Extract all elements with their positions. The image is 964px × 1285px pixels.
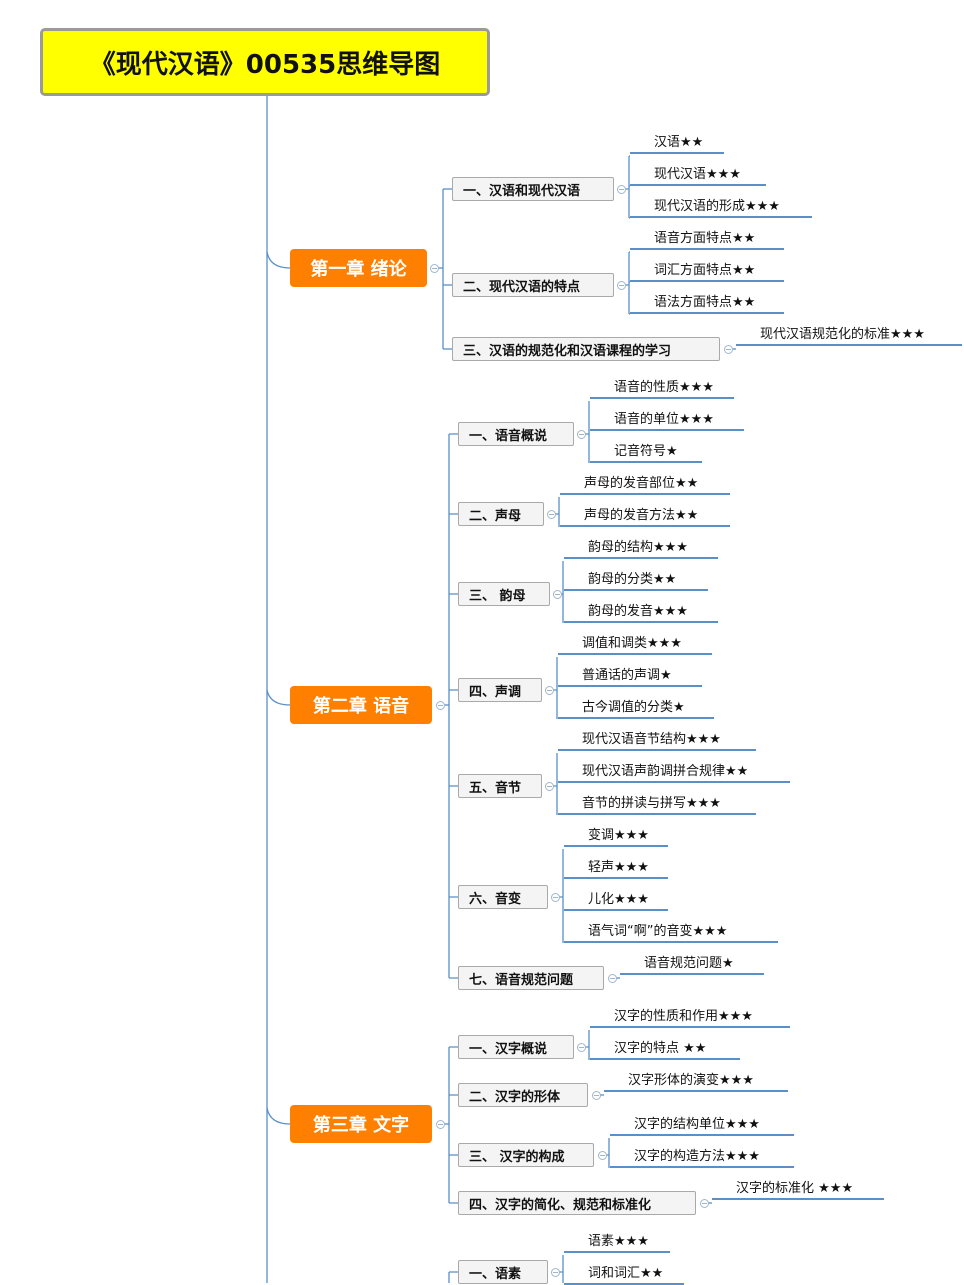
leaf-node[interactable]: 语素★★★ [564, 1233, 670, 1253]
section-node-4-1[interactable]: 一、语素 [458, 1260, 548, 1284]
leaf-node[interactable]: 语气词“啊”的音变★★★ [564, 923, 778, 943]
section-node-2-2[interactable]: 二、声母 [458, 502, 544, 526]
connector-line [266, 251, 291, 269]
collapse-toggle-icon[interactable] [617, 281, 626, 290]
section-node-1-3[interactable]: 三、汉语的规范化和汉语课程的学习 [452, 337, 720, 361]
section-node-2-6[interactable]: 六、音变 [458, 885, 548, 909]
collapse-toggle-icon[interactable] [545, 782, 554, 791]
leaf-node[interactable]: 语音规范问题★ [620, 955, 764, 975]
leaf-node[interactable]: 韵母的发音★★★ [564, 603, 718, 623]
leaf-node[interactable]: 汉字的构造方法★★★ [610, 1148, 794, 1168]
leaf-node[interactable]: 变调★★★ [564, 827, 668, 847]
leaf-node[interactable]: 儿化★★★ [564, 891, 668, 911]
leaf-node[interactable]: 词汇方面特点★★ [630, 262, 784, 282]
section-node-3-2[interactable]: 二、汉字的形体 [458, 1083, 588, 1107]
leaf-node[interactable]: 汉字的特点 ★★ [590, 1040, 740, 1060]
mind-map-title: 《现代汉语》00535思维导图 [40, 28, 490, 96]
leaf-node[interactable]: 现代汉语的形成★★★ [630, 198, 812, 218]
connector-line [266, 1107, 291, 1125]
collapse-toggle-icon[interactable] [436, 1120, 445, 1129]
leaf-node[interactable]: 语法方面特点★★ [630, 294, 784, 314]
leaf-node[interactable]: 声母的发音方法★★ [560, 507, 730, 527]
collapse-toggle-icon[interactable] [577, 430, 586, 439]
leaf-node[interactable]: 汉字的性质和作用★★★ [590, 1008, 790, 1028]
leaf-node[interactable]: 声母的发音部位★★ [560, 475, 730, 495]
collapse-toggle-icon[interactable] [608, 974, 617, 983]
collapse-toggle-icon[interactable] [430, 264, 439, 273]
leaf-node[interactable]: 记音符号★ [590, 443, 702, 463]
collapse-toggle-icon[interactable] [724, 345, 733, 354]
collapse-toggle-icon[interactable] [700, 1199, 709, 1208]
collapse-toggle-icon[interactable] [545, 686, 554, 695]
leaf-node[interactable]: 韵母的分类★★ [564, 571, 708, 591]
connector-line [266, 689, 291, 706]
leaf-node[interactable]: 现代汉语声韵调拼合规律★★ [558, 763, 790, 783]
leaf-node[interactable]: 普通话的声调★ [558, 667, 702, 687]
leaf-node[interactable]: 现代汉语规范化的标准★★★ [736, 326, 962, 346]
leaf-node[interactable]: 现代汉语★★★ [630, 166, 766, 186]
collapse-toggle-icon[interactable] [598, 1151, 607, 1160]
collapse-toggle-icon[interactable] [617, 185, 626, 194]
section-node-2-5[interactable]: 五、音节 [458, 774, 542, 798]
section-node-2-1[interactable]: 一、语音概说 [458, 422, 574, 446]
section-node-1-2[interactable]: 二、现代汉语的特点 [452, 273, 614, 297]
collapse-toggle-icon[interactable] [436, 701, 445, 710]
leaf-node[interactable]: 现代汉语音节结构★★★ [558, 731, 756, 751]
leaf-node[interactable]: 古今调值的分类★ [558, 699, 714, 719]
connector-line [448, 1271, 458, 1283]
leaf-node[interactable]: 汉字的标准化 ★★★ [712, 1180, 884, 1200]
chapter-node-1[interactable]: 第一章 绪论 [290, 249, 427, 287]
chapter-node-2[interactable]: 第二章 语音 [290, 686, 432, 724]
leaf-node[interactable]: 调值和调类★★★ [558, 635, 712, 655]
section-node-3-3[interactable]: 三、 汉字的构成 [458, 1143, 594, 1167]
collapse-toggle-icon[interactable] [577, 1043, 586, 1052]
leaf-node[interactable]: 语音的单位★★★ [590, 411, 744, 431]
section-node-3-4[interactable]: 四、汉字的简化、规范和标准化 [458, 1191, 696, 1215]
collapse-toggle-icon[interactable] [553, 590, 562, 599]
section-node-1-1[interactable]: 一、汉语和现代汉语 [452, 177, 614, 201]
leaf-node[interactable]: 汉语★★ [630, 134, 724, 154]
section-node-2-7[interactable]: 七、语音规范问题 [458, 966, 604, 990]
leaf-node[interactable]: 音节的拼读与拼写★★★ [558, 795, 756, 815]
leaf-node[interactable]: 语音方面特点★★ [630, 230, 784, 250]
leaf-node[interactable]: 汉字形体的演变★★★ [604, 1072, 788, 1092]
collapse-toggle-icon[interactable] [551, 1268, 560, 1277]
connector-line [449, 433, 458, 979]
section-node-3-1[interactable]: 一、汉字概说 [458, 1035, 574, 1059]
leaf-node[interactable]: 汉字的结构单位★★★ [610, 1116, 794, 1136]
leaf-node[interactable]: 轻声★★★ [564, 859, 668, 879]
leaf-node[interactable]: 词和词汇★★ [564, 1265, 684, 1285]
collapse-toggle-icon[interactable] [592, 1091, 601, 1100]
section-node-2-3[interactable]: 三、 韵母 [458, 582, 550, 606]
leaf-node[interactable]: 韵母的结构★★★ [564, 539, 718, 559]
chapter-node-3[interactable]: 第三章 文字 [290, 1105, 432, 1143]
collapse-toggle-icon[interactable] [551, 893, 560, 902]
connector-line [449, 1046, 458, 1204]
leaf-node[interactable]: 语音的性质★★★ [590, 379, 734, 399]
section-node-2-4[interactable]: 四、声调 [458, 678, 542, 702]
collapse-toggle-icon[interactable] [547, 510, 556, 519]
